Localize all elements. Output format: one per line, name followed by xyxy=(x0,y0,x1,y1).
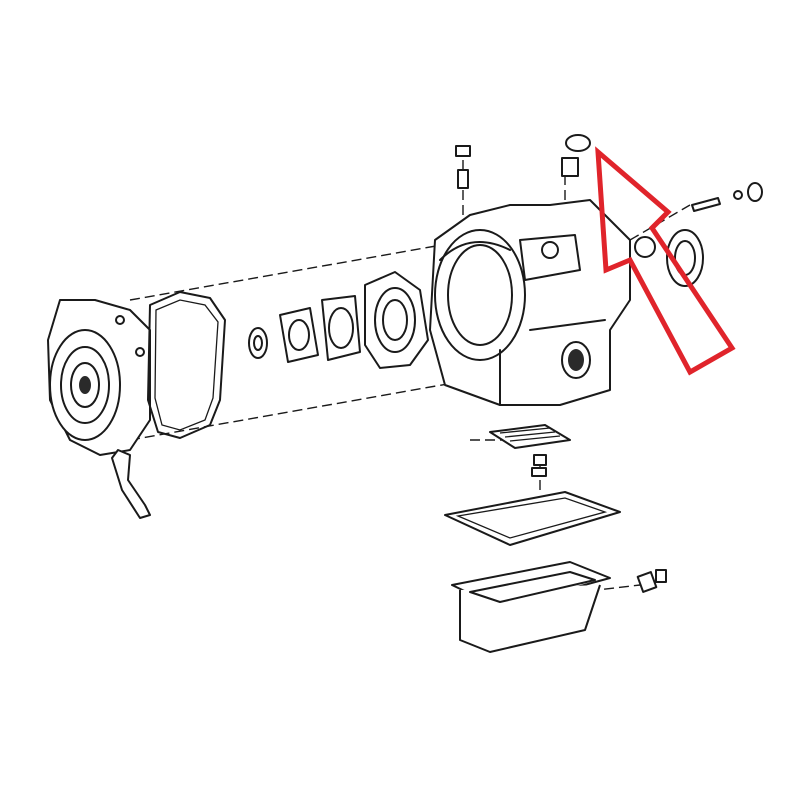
breather-nut-top xyxy=(455,145,471,189)
gearbox-casing xyxy=(429,199,631,406)
side-fittings xyxy=(634,182,763,287)
front-cover-housing xyxy=(47,299,151,519)
sump-pan xyxy=(451,561,667,653)
bearing-plates xyxy=(279,271,429,369)
oil-seal xyxy=(248,327,268,359)
sump-gasket xyxy=(444,491,621,546)
filler-plug xyxy=(561,134,591,177)
front-gasket xyxy=(147,291,226,439)
arrow-pointer-icon xyxy=(595,146,736,376)
oil-strainer xyxy=(489,424,571,477)
